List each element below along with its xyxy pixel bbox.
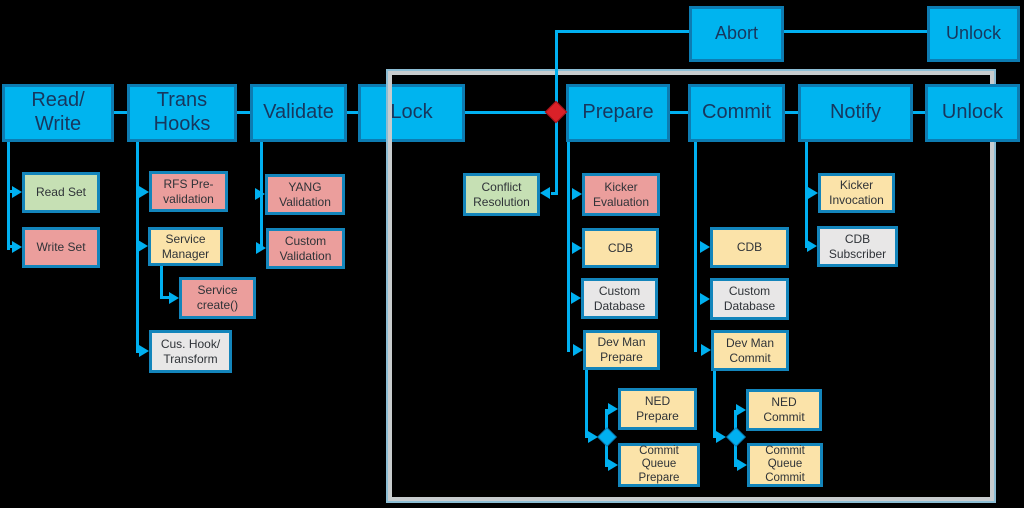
node-kicker-evaluation: Kicker Evaluation	[582, 173, 660, 216]
stem-line	[585, 370, 588, 438]
arrow-right-icon	[608, 459, 618, 471]
stem-line	[694, 142, 697, 352]
phase-prepare: Prepare	[566, 84, 670, 142]
node-rfs-pre-validation: RFS Pre- validation	[149, 171, 228, 212]
node-ned-prepare: NED Prepare	[618, 388, 697, 430]
arrow-right-icon	[572, 188, 582, 200]
arrow-right-icon	[737, 459, 747, 471]
node-cdb-prepare: CDB	[582, 228, 659, 268]
node-cus-hook-transform: Cus. Hook/ Transform	[149, 330, 232, 373]
node-yang-validation: YANG Validation	[265, 174, 345, 215]
node-write-set: Write Set	[22, 227, 100, 268]
arrow-right-icon	[701, 344, 711, 356]
transaction-lock-frame	[386, 69, 996, 503]
stub-line	[7, 190, 14, 193]
arrow-right-icon	[588, 431, 598, 443]
node-read-set: Read Set	[22, 172, 100, 213]
arrow-right-icon	[608, 403, 618, 415]
node-commit-queue-commit: Commit Queue Commit	[747, 443, 823, 487]
node-kicker-invocation: Kicker Invocation	[818, 173, 895, 213]
node-custom-validation: Custom Validation	[266, 228, 345, 269]
stub-line	[160, 296, 170, 299]
abort-box: Abort	[689, 6, 784, 62]
phase-lock: Lock	[358, 84, 465, 142]
stub-line	[7, 245, 14, 248]
arrow-right-icon	[807, 240, 817, 252]
arrow-right-icon	[700, 293, 710, 305]
phase-trans-hooks: Trans Hooks	[127, 84, 237, 142]
phase-read-write: Read/ Write	[2, 84, 114, 142]
node-custom-database-commit: Custom Database	[710, 278, 789, 320]
arrow-right-icon	[573, 344, 583, 356]
arrow-right-icon	[256, 242, 266, 254]
abort-unlock-line	[784, 30, 927, 33]
connector-line	[913, 111, 925, 114]
node-custom-database-prepare: Custom Database	[581, 278, 658, 319]
stem-line	[713, 371, 716, 438]
phase-unlock: Unlock	[925, 84, 1020, 142]
node-cdb-subscriber: CDB Subscriber	[817, 226, 898, 267]
stem-line	[805, 142, 808, 248]
stem-line	[567, 142, 570, 352]
abort-left-line	[556, 30, 689, 33]
node-dev-man-commit: Dev Man Commit	[711, 330, 789, 371]
node-ned-commit: NED Commit	[746, 389, 822, 431]
arrow-right-icon	[700, 241, 710, 253]
connector-line	[114, 111, 127, 114]
node-commit-queue-prepare: Commit Queue Prepare	[618, 443, 700, 487]
conflict-stub-line	[551, 192, 558, 195]
arrow-right-icon	[255, 188, 265, 200]
arrow-left-icon	[540, 187, 550, 199]
phase-notify: Notify	[798, 84, 913, 142]
arrow-right-icon	[12, 186, 22, 198]
node-conflict-resolution: Conflict Resolution	[463, 173, 540, 216]
node-cdb-commit: CDB	[710, 227, 789, 268]
connector-line	[347, 111, 358, 114]
node-dev-man-prepare: Dev Man Prepare	[583, 330, 660, 370]
stem-line	[160, 266, 163, 299]
node-service-manager: Service Manager	[148, 227, 223, 266]
arrow-right-icon	[571, 292, 581, 304]
node-service-create: Service create()	[179, 277, 256, 319]
arrow-right-icon	[139, 186, 149, 198]
arrow-right-icon	[138, 240, 148, 252]
arrow-right-icon	[12, 241, 22, 253]
arrow-right-icon	[716, 431, 726, 443]
connector-line	[670, 111, 688, 114]
connector-line	[785, 111, 798, 114]
arrow-right-icon	[736, 404, 746, 416]
arrow-right-icon	[572, 242, 582, 254]
connector-line	[465, 111, 566, 114]
unlock-top-box: Unlock	[927, 6, 1020, 62]
arrow-right-icon	[808, 187, 818, 199]
arrow-right-icon	[139, 345, 149, 357]
arrow-right-icon	[169, 292, 179, 304]
stem-line	[136, 142, 139, 353]
stem-line	[7, 142, 10, 250]
phase-validate: Validate	[250, 84, 347, 142]
phase-commit: Commit	[688, 84, 785, 142]
connector-line	[237, 111, 250, 114]
